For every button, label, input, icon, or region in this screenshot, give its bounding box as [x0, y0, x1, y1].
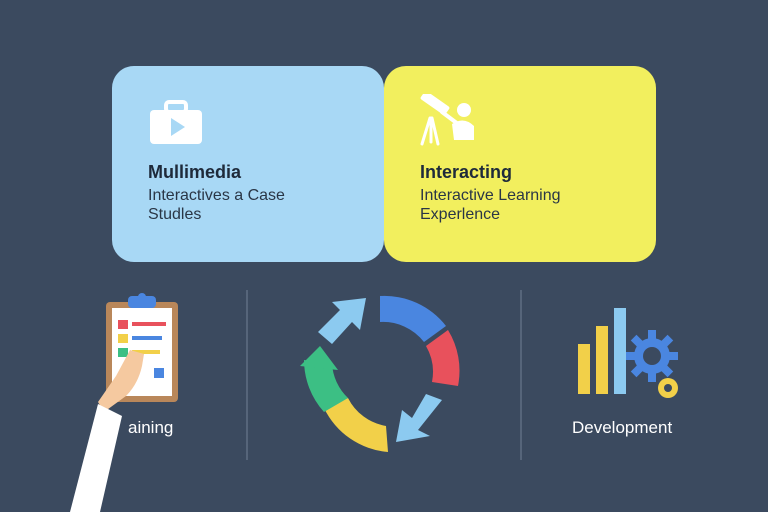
bar-chart-gear-icon — [578, 308, 678, 398]
card-description: Interactive Learning Experlence — [420, 187, 561, 223]
multimedia-card: Mullimedia Interactives a Case Studles — [112, 66, 384, 262]
section-divider — [520, 290, 522, 460]
card-title: Interacting — [420, 162, 513, 182]
development-label: Development — [572, 418, 673, 437]
interacting-card: Interacting Interactive Learning Experle… — [384, 66, 656, 262]
telescope-person-icon — [420, 94, 474, 146]
clipboard-hand-icon — [70, 293, 178, 512]
cycle-arrows-icon — [300, 295, 460, 452]
card-title: Mullimedia — [148, 162, 242, 182]
training-label: aining — [128, 418, 174, 437]
section-divider — [246, 290, 248, 460]
video-case-icon — [150, 100, 202, 144]
card-description: Interactives a Case Studles — [148, 187, 285, 223]
